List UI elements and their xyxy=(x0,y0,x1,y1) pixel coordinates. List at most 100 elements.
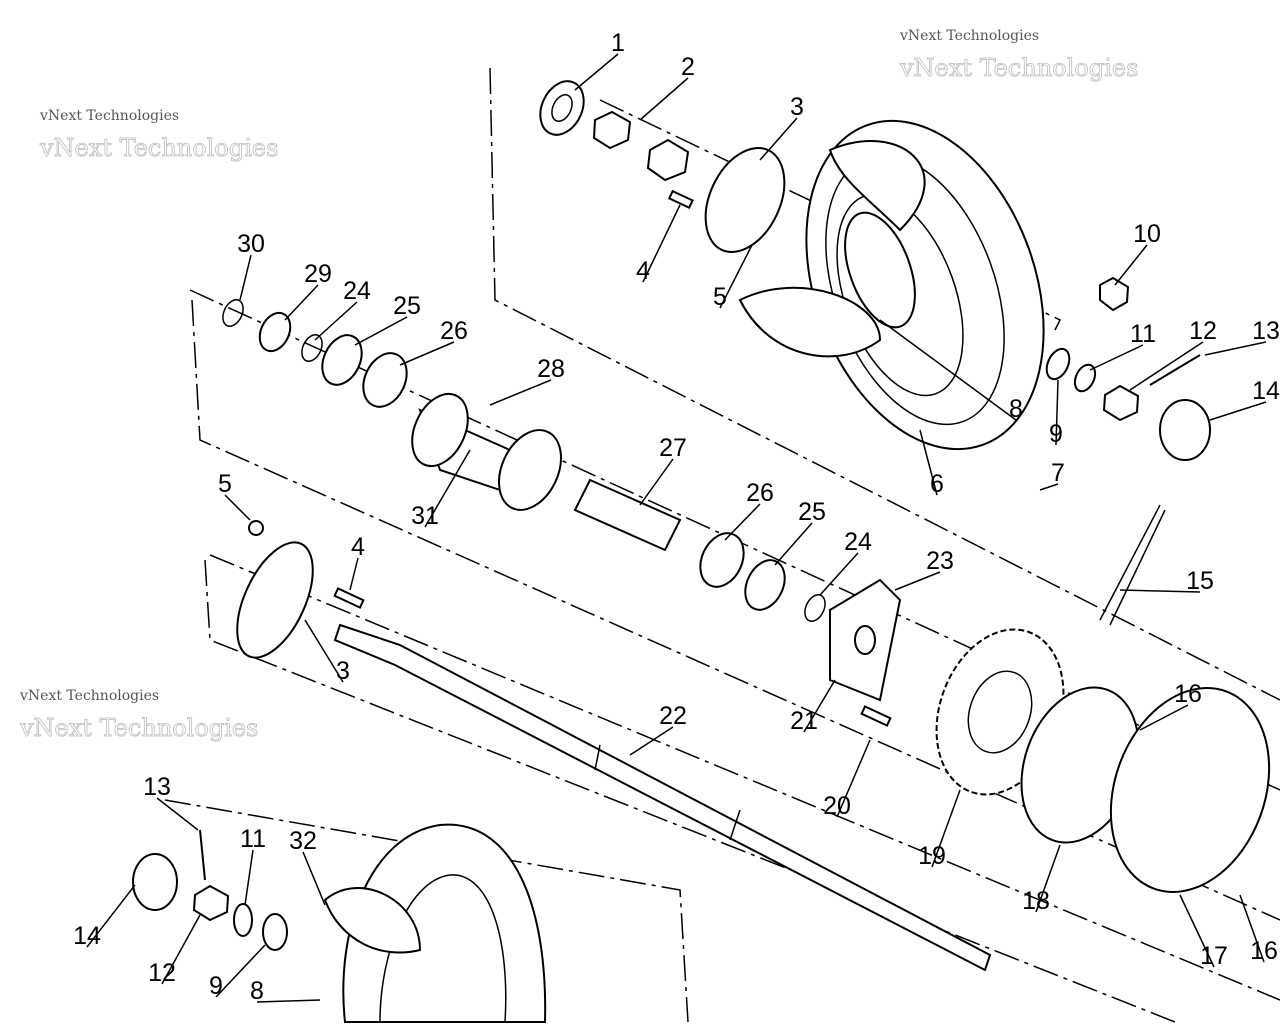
leader-line xyxy=(314,301,358,341)
hub-3-lower xyxy=(236,541,314,659)
callout-3: 3 xyxy=(336,657,350,685)
guard-17 xyxy=(1109,687,1271,893)
cotter-pin-13 xyxy=(1149,354,1201,386)
callout-26: 26 xyxy=(746,479,774,507)
leader-line xyxy=(256,999,321,1003)
callout-29: 29 xyxy=(304,260,332,288)
leader-line xyxy=(1209,401,1267,421)
castle-nut-12 xyxy=(1102,384,1140,422)
leader-line xyxy=(1204,341,1267,356)
leader-line xyxy=(724,503,761,541)
callout-25: 25 xyxy=(798,498,826,526)
callout-21: 21 xyxy=(790,707,818,735)
leader-line xyxy=(1114,244,1148,286)
nut-10 xyxy=(1099,276,1130,312)
leader-line xyxy=(803,679,836,733)
upper-hub-parts xyxy=(539,80,1211,461)
callout-20: 20 xyxy=(823,792,851,820)
callout-10: 10 xyxy=(1133,220,1161,248)
leader-line xyxy=(1035,844,1061,913)
leader-line xyxy=(574,53,619,91)
nut-2a xyxy=(592,110,632,150)
callout-24: 24 xyxy=(343,277,371,305)
callout-6: 6 xyxy=(930,470,944,498)
upper-wheel-tire xyxy=(738,119,1045,451)
spacer-tube-27 xyxy=(573,478,682,552)
leader-line xyxy=(304,619,344,683)
callout-8: 8 xyxy=(1009,395,1023,423)
callout-5: 5 xyxy=(713,283,727,311)
watermark-text: vNext Technologies xyxy=(39,108,179,124)
washer-11-lower xyxy=(233,903,253,937)
lower-wheel xyxy=(132,823,547,1023)
callout-26: 26 xyxy=(440,317,468,345)
leader-line xyxy=(302,851,326,906)
cap-14 xyxy=(1159,399,1211,461)
leader-line xyxy=(354,316,408,346)
leader-line xyxy=(215,944,266,998)
leader-line xyxy=(1089,344,1144,371)
bolt-20 xyxy=(860,705,892,727)
leader-line xyxy=(399,341,455,366)
axle-assembly xyxy=(236,520,992,972)
callout-12: 12 xyxy=(148,959,176,987)
watermark-large: vNext Technologies xyxy=(19,714,258,742)
washer-9-lower xyxy=(262,913,288,951)
leader-line xyxy=(1055,379,1059,446)
callout-16: 16 xyxy=(1250,937,1278,965)
leader-line xyxy=(1119,589,1201,593)
leader-line xyxy=(836,739,871,818)
callout-31: 31 xyxy=(411,502,439,530)
callout-24: 24 xyxy=(844,528,872,556)
leader-line xyxy=(639,458,674,506)
leader-line xyxy=(919,429,938,496)
callout-22: 22 xyxy=(659,702,687,730)
leader-line xyxy=(156,797,199,831)
leader-line xyxy=(774,522,813,566)
callout-3: 3 xyxy=(790,93,804,121)
callout-13: 13 xyxy=(1252,317,1280,345)
callout-4: 4 xyxy=(636,257,650,285)
callout-5: 5 xyxy=(218,470,232,498)
leader-line xyxy=(931,789,961,868)
callout-13: 13 xyxy=(143,773,171,801)
watermarks: vNext Technologies vNext Technologies vNex… xyxy=(19,28,1139,742)
leader-line xyxy=(244,849,254,906)
callout-8: 8 xyxy=(250,977,264,1005)
leader-line xyxy=(642,204,681,283)
leader-lines xyxy=(86,53,1267,1003)
callout-14: 14 xyxy=(73,922,101,950)
leader-line xyxy=(224,494,251,521)
watermark-large: vNext Technologies xyxy=(39,134,278,162)
leader-line xyxy=(489,379,552,406)
leader-line xyxy=(161,914,201,985)
leader-line xyxy=(284,284,319,321)
leader-line xyxy=(894,571,941,591)
callout-2: 2 xyxy=(681,53,695,81)
leader-line xyxy=(719,244,753,309)
axle-shaft-22 xyxy=(333,623,992,972)
leader-line xyxy=(86,884,136,948)
leader-line xyxy=(1039,483,1059,491)
callout-4: 4 xyxy=(351,533,365,561)
nut-2b xyxy=(646,138,690,182)
callout-15: 15 xyxy=(1186,567,1214,595)
callout-14: 14 xyxy=(1252,377,1280,405)
leader-line xyxy=(239,254,252,301)
leader-line xyxy=(629,726,674,756)
callout-30: 30 xyxy=(237,230,265,258)
callout-25: 25 xyxy=(393,292,421,320)
callout-27: 27 xyxy=(659,434,687,462)
bearing-carrier-parts xyxy=(222,299,902,702)
nut-5-lower xyxy=(248,520,264,536)
callout-18: 18 xyxy=(1022,887,1050,915)
leader-line xyxy=(879,319,1017,421)
watermark-text: vNext Technologies xyxy=(899,28,1039,44)
leader-line xyxy=(424,449,471,528)
callout-19: 19 xyxy=(918,842,946,870)
leader-line xyxy=(1129,341,1204,391)
callout-16: 16 xyxy=(1174,680,1202,708)
leader-line xyxy=(1179,894,1215,968)
washer-1 xyxy=(539,80,585,136)
